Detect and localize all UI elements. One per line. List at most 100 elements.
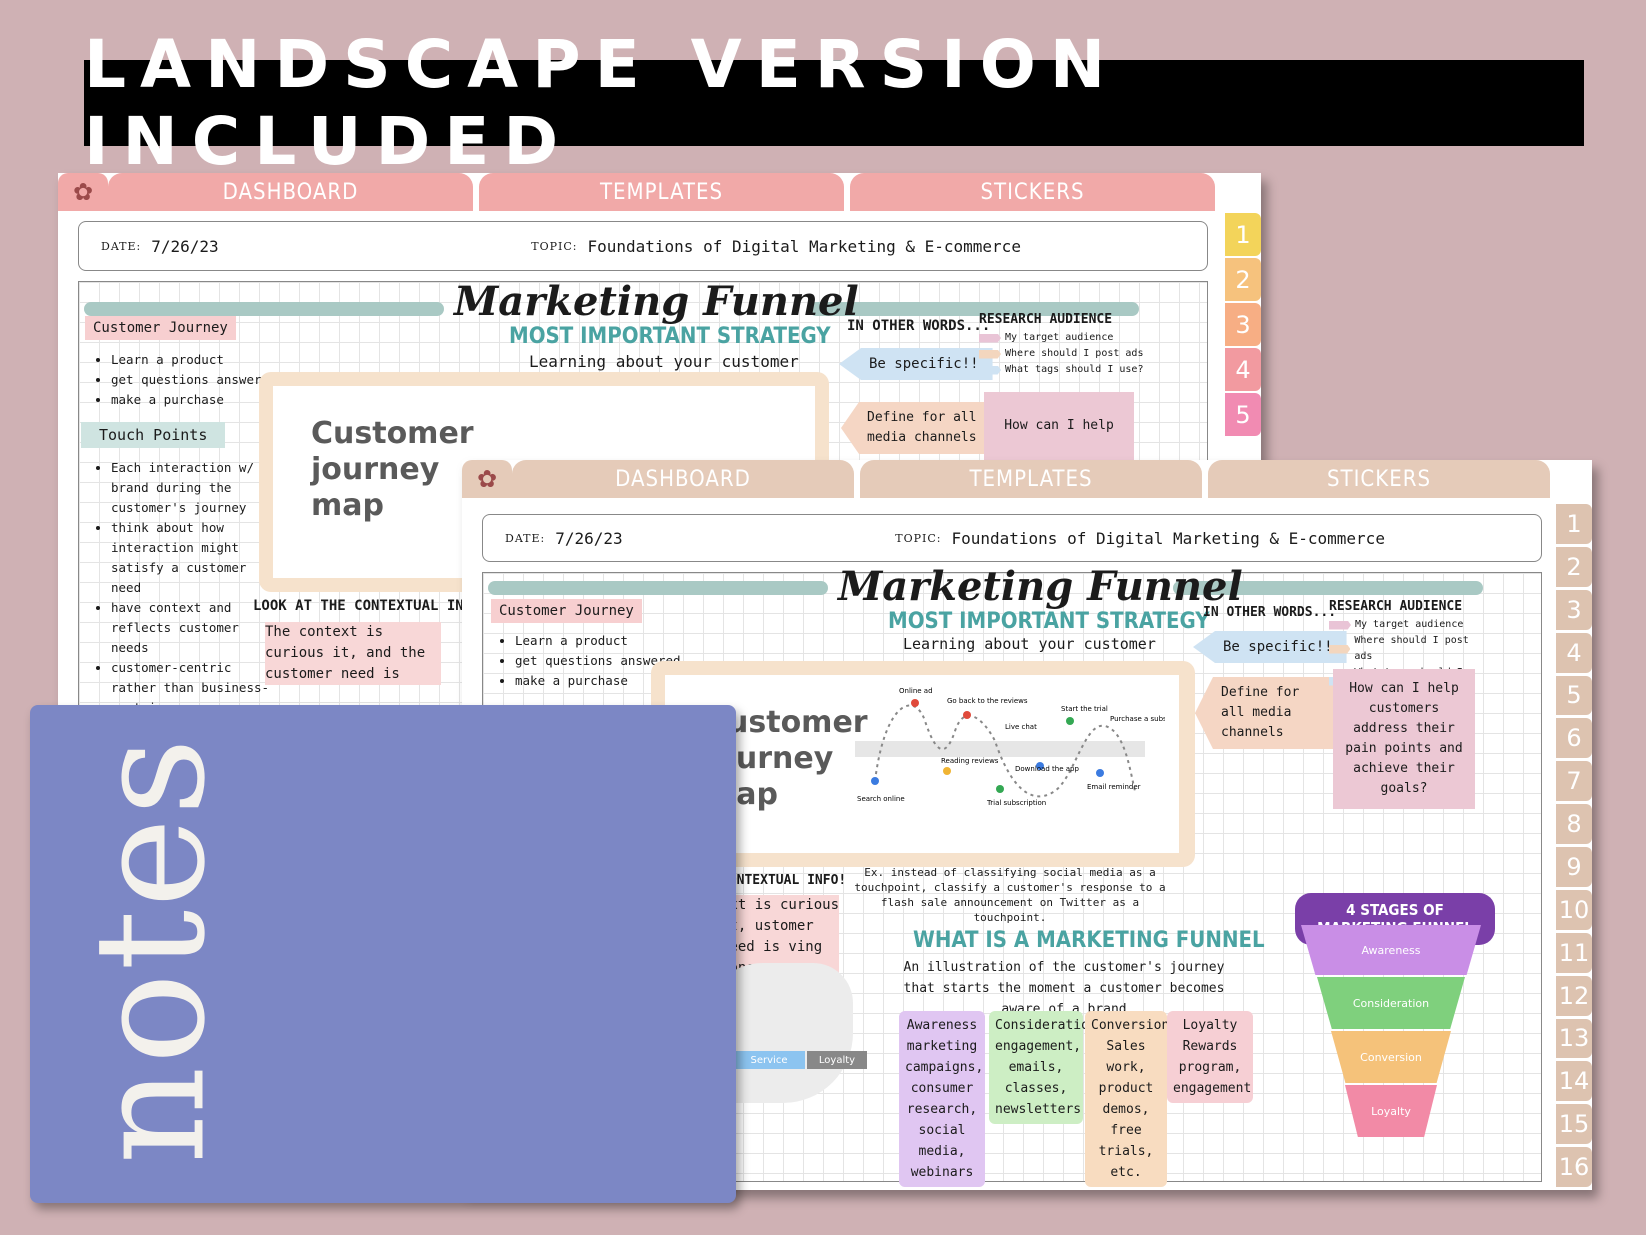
wheel-service: Service bbox=[733, 1051, 805, 1069]
tab-templates[interactable]: TEMPLATES bbox=[860, 460, 1202, 498]
topic-label: TOPIC: bbox=[895, 531, 942, 545]
tab-stickers[interactable]: STICKERS bbox=[1208, 460, 1550, 498]
title-bar-right bbox=[809, 302, 1139, 316]
side-tab-14[interactable]: 14 bbox=[1556, 1061, 1592, 1102]
strategy-subtitle: Learning about your customer bbox=[903, 635, 1156, 653]
customer-journey-list: Learn a product get questions answered m… bbox=[93, 350, 277, 410]
side-tab-13[interactable]: 13 bbox=[1556, 1018, 1592, 1059]
example-text: Ex. instead of classifying social media … bbox=[854, 866, 1166, 924]
tab-templates[interactable]: TEMPLATES bbox=[479, 173, 844, 211]
page-title: Marketing Funnel bbox=[838, 563, 1243, 610]
date-value[interactable]: 7/26/23 bbox=[151, 236, 219, 256]
title-bar-left bbox=[84, 302, 444, 316]
side-tab-5[interactable]: 5 bbox=[1556, 675, 1592, 716]
side-tab-10[interactable]: 10 bbox=[1556, 889, 1592, 930]
journey-node bbox=[1096, 769, 1104, 777]
strategy-heading: MOST IMPORTANT STRATEGY bbox=[888, 609, 1210, 634]
journey-map-title: Customer journey map bbox=[311, 416, 474, 523]
customer-journey-list: Learn a product get questions answered m… bbox=[497, 631, 681, 691]
journey-node bbox=[963, 711, 971, 719]
customer-journey-label: Customer Journey bbox=[85, 316, 236, 340]
research-item: Where should I post ads bbox=[1329, 633, 1489, 665]
research-audience: RESEARCH AUDIENCE My target audience Whe… bbox=[979, 312, 1149, 378]
be-specific-note: Be specific!! bbox=[1193, 631, 1347, 663]
side-tab-12[interactable]: 12 bbox=[1556, 975, 1592, 1016]
in-other-words: IN OTHER WORDS... bbox=[847, 318, 991, 334]
node-label: Download the app bbox=[1015, 765, 1079, 773]
node-label: Email reminder bbox=[1087, 783, 1141, 791]
arrow-icon bbox=[979, 349, 1001, 359]
node-label: Reading reviews bbox=[941, 757, 999, 765]
node-label: Online ad bbox=[899, 687, 933, 695]
side-tab-6[interactable]: 6 bbox=[1556, 718, 1592, 759]
arrow-icon bbox=[1329, 644, 1351, 654]
side-tab-1[interactable]: 1 bbox=[1556, 504, 1592, 544]
journey-track bbox=[855, 741, 1145, 757]
date-label: DATE: bbox=[101, 239, 142, 253]
stage-consideration: Consideration engagement, emails, classe… bbox=[989, 1011, 1097, 1124]
funnel-layer-conversion: Conversion bbox=[1331, 1031, 1451, 1083]
arrow-icon bbox=[979, 365, 1001, 375]
define-channels-note: Define for all media channels bbox=[1195, 677, 1335, 749]
side-tab-3[interactable]: 3 bbox=[1225, 303, 1261, 346]
journey-node bbox=[996, 785, 1004, 793]
strategy-heading: MOST IMPORTANT STRATEGY bbox=[509, 324, 831, 349]
side-tab-11[interactable]: 11 bbox=[1556, 932, 1592, 973]
be-specific-note: Be specific!! bbox=[839, 348, 993, 380]
page-title: Marketing Funnel bbox=[454, 278, 859, 325]
date-label: DATE: bbox=[505, 531, 546, 545]
in-other-words: IN OTHER WORDS... bbox=[1203, 605, 1337, 620]
side-tab-2[interactable]: 2 bbox=[1225, 258, 1261, 301]
list-item: get questions answered bbox=[515, 651, 681, 671]
research-heading: RESEARCH AUDIENCE bbox=[1329, 599, 1463, 614]
side-tabs: 1 2 3 4 5 bbox=[1225, 213, 1261, 813]
list-item: think about how interaction might satisf… bbox=[111, 518, 271, 598]
research-item: Where should I post ads bbox=[979, 346, 1149, 362]
journey-node bbox=[871, 777, 879, 785]
node-label: Live chat bbox=[1005, 723, 1037, 731]
journey-node bbox=[911, 699, 919, 707]
funnel-layer-consideration: Consideration bbox=[1317, 977, 1465, 1029]
side-tab-2[interactable]: 2 bbox=[1556, 546, 1592, 587]
list-item: make a purchase bbox=[111, 390, 277, 410]
arrow-icon bbox=[979, 333, 1001, 343]
side-tab-15[interactable]: 15 bbox=[1556, 1104, 1592, 1145]
side-tab-4[interactable]: 4 bbox=[1225, 348, 1261, 391]
arrow-icon bbox=[1329, 620, 1351, 630]
header-box: DATE: 7/26/23 TOPIC: Foundations of Digi… bbox=[482, 514, 1542, 562]
contextual-heading: CONTEXTUAL INFO! bbox=[721, 873, 847, 888]
side-tab-9[interactable]: 9 bbox=[1556, 847, 1592, 887]
side-tab-3[interactable]: 3 bbox=[1556, 589, 1592, 630]
funnel-layer-loyalty: Loyalty bbox=[1345, 1085, 1437, 1137]
tab-dashboard[interactable]: DASHBOARD bbox=[108, 173, 473, 211]
topic-label: TOPIC: bbox=[531, 239, 578, 253]
journey-map-card: Customer journey map Search online Onlin… bbox=[651, 661, 1195, 867]
side-tab-7[interactable]: 7 bbox=[1556, 761, 1592, 802]
side-tab-4[interactable]: 4 bbox=[1556, 632, 1592, 673]
list-item: Learn a product bbox=[111, 350, 277, 370]
touch-points-label: Touch Points bbox=[81, 422, 226, 448]
tab-stickers[interactable]: STICKERS bbox=[850, 173, 1215, 211]
tab-dashboard[interactable]: DASHBOARD bbox=[512, 460, 854, 498]
side-tab-8[interactable]: 8 bbox=[1556, 804, 1592, 844]
side-tab-16[interactable]: 16 bbox=[1556, 1147, 1592, 1187]
journey-node bbox=[1066, 717, 1074, 725]
flower-logo-icon: ✿ bbox=[58, 173, 108, 211]
strategy-subtitle: Learning about your customer bbox=[529, 352, 799, 371]
title-bar-left bbox=[488, 581, 828, 595]
node-label: Search online bbox=[857, 795, 905, 803]
node-label: Start the trial bbox=[1061, 705, 1108, 713]
customer-journey-label: Customer Journey bbox=[491, 599, 642, 623]
side-tab-1[interactable]: 1 bbox=[1225, 213, 1261, 256]
notes-cover-title: notes bbox=[61, 735, 239, 1165]
list-item: have context and reflects customer needs bbox=[111, 598, 271, 658]
tab-bar: ✿ DASHBOARD TEMPLATES STICKERS bbox=[58, 173, 1221, 211]
notes-cover[interactable] bbox=[30, 705, 736, 1203]
journey-path-diagram: Search online Online ad Go back to the r… bbox=[855, 687, 1165, 807]
topic-value[interactable]: Foundations of Digital Marketing & E-com… bbox=[587, 236, 1021, 256]
header-box: DATE: 7/26/23 TOPIC: Foundations of Digi… bbox=[78, 221, 1208, 271]
topic-value[interactable]: Foundations of Digital Marketing & E-com… bbox=[951, 528, 1385, 548]
side-tab-5[interactable]: 5 bbox=[1225, 393, 1261, 436]
contextual-heading: LOOK AT THE CONTEXTUAL INFO! bbox=[253, 598, 490, 614]
date-value[interactable]: 7/26/23 bbox=[555, 528, 623, 548]
